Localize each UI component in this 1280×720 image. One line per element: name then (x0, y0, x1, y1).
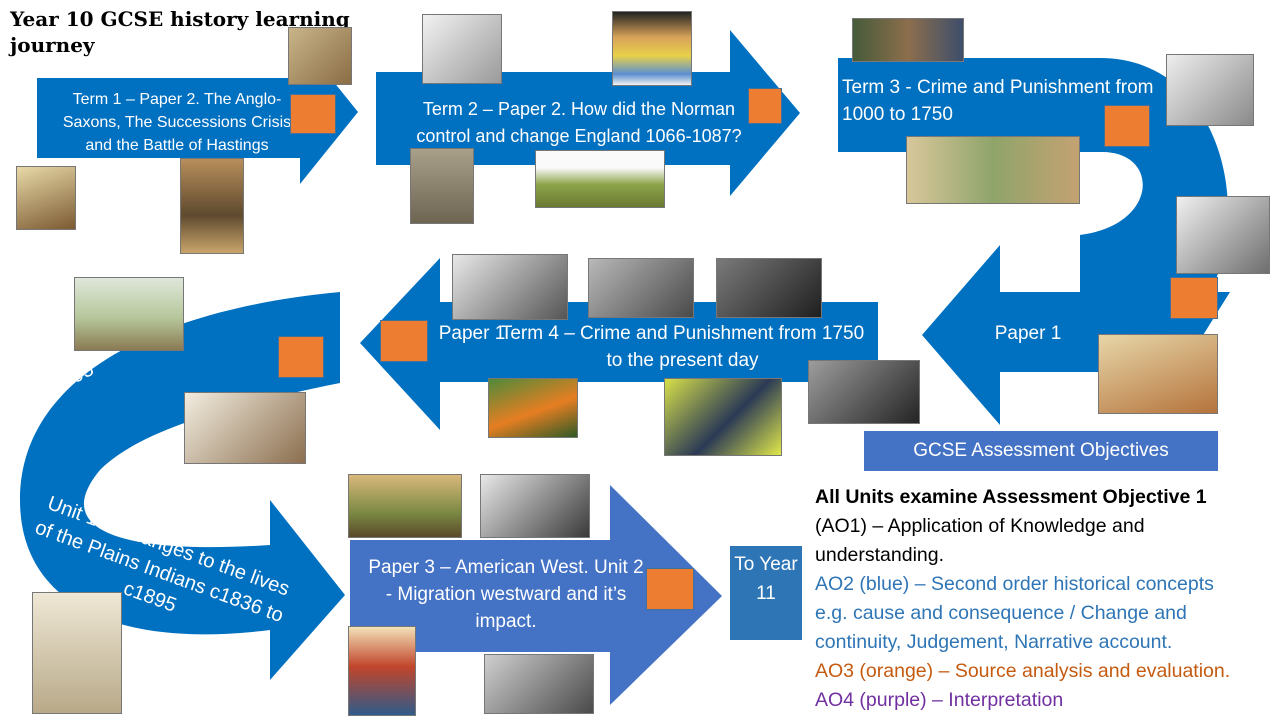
medieval-hunt-image (906, 136, 1080, 204)
ao1-bold-line: All Units examine Assessment Objective 1 (815, 486, 1207, 508)
plains-painting-image (184, 392, 306, 464)
paper3-unit2-label: Paper 3 – American West. Unit 2 - Migrat… (368, 557, 644, 632)
prisoners-image (588, 258, 694, 318)
punishment-sketch-image (1166, 54, 1254, 126)
victorian-police-image (808, 360, 920, 424)
millions-of-acres-poster-image (348, 626, 416, 716)
indian-land-poster-image (32, 592, 122, 714)
orange-square (380, 320, 428, 362)
term4-label: Term 4 – Crime and Punishment from 1750 … (500, 323, 865, 371)
assessment-objectives-list: All Units examine Assessment Objective 1… (815, 483, 1280, 715)
modern-police-image (664, 378, 782, 456)
term4-arrow (360, 258, 878, 430)
assessment-objectives-heading: GCSE Assessment Objectives (864, 431, 1218, 471)
ao2-line: AO2 (blue) – Second order historical con… (815, 573, 1214, 595)
ao2-line: continuity, Judgement, Narrative account… (815, 631, 1173, 653)
paper1-left-label: Paper 1 (438, 323, 506, 344)
orange-square (1170, 277, 1218, 319)
ao1-line: (AO1) – Application of Knowledge and (815, 515, 1145, 537)
norman-cathedral-image (410, 148, 474, 224)
term2-label: Term 2 – Paper 2. How did the Norman con… (416, 99, 742, 146)
anglo-saxon-house-image (16, 166, 76, 230)
term1-label: Term 1 – Paper 2. The Anglo-Saxons, The … (62, 91, 292, 154)
paper3-curve-band (20, 292, 345, 680)
trial-by-ordeal-image (1098, 334, 1218, 414)
term1-arrow (37, 40, 358, 184)
paper1-right-arrow (922, 245, 1230, 425)
ao3-line: AO3 (orange) – Source analysis and evalu… (815, 660, 1231, 682)
railroad-image (480, 474, 590, 538)
orange-square (748, 88, 782, 124)
orange-square (278, 336, 324, 378)
feudal-pyramid-image (612, 11, 692, 86)
to-year-11-box: To Year 11 (730, 546, 802, 640)
wagon-train-image (348, 474, 462, 538)
sod-house-image (484, 654, 594, 714)
paper1-right-label: Paper 1 (994, 323, 1062, 344)
ao1-line: understanding. (815, 544, 945, 566)
term3-label: Term 3 - Crime and Punishment from 1000 … (842, 77, 1154, 125)
term2-arrow (376, 30, 800, 196)
prison-image (716, 258, 822, 318)
bayeux-tapestry-image (288, 27, 352, 85)
motte-and-bailey-image (535, 150, 665, 208)
orange-square (290, 94, 336, 134)
ao2-line: e.g. cause and consequence / Change and (815, 602, 1187, 624)
highwayman-image (452, 254, 568, 320)
woodcut-image (1176, 196, 1270, 274)
domesday-book-image (422, 14, 502, 84)
paper3-unit2-arrow (350, 485, 722, 705)
crowd-image (852, 18, 964, 62)
orange-square (646, 568, 694, 610)
community-service-image (488, 378, 578, 438)
ao4-line: AO4 (purple) – Interpretation (815, 689, 1064, 711)
orange-square (1104, 105, 1150, 147)
saxon-figures-image (180, 158, 244, 254)
bison-hunt-image (74, 277, 184, 351)
